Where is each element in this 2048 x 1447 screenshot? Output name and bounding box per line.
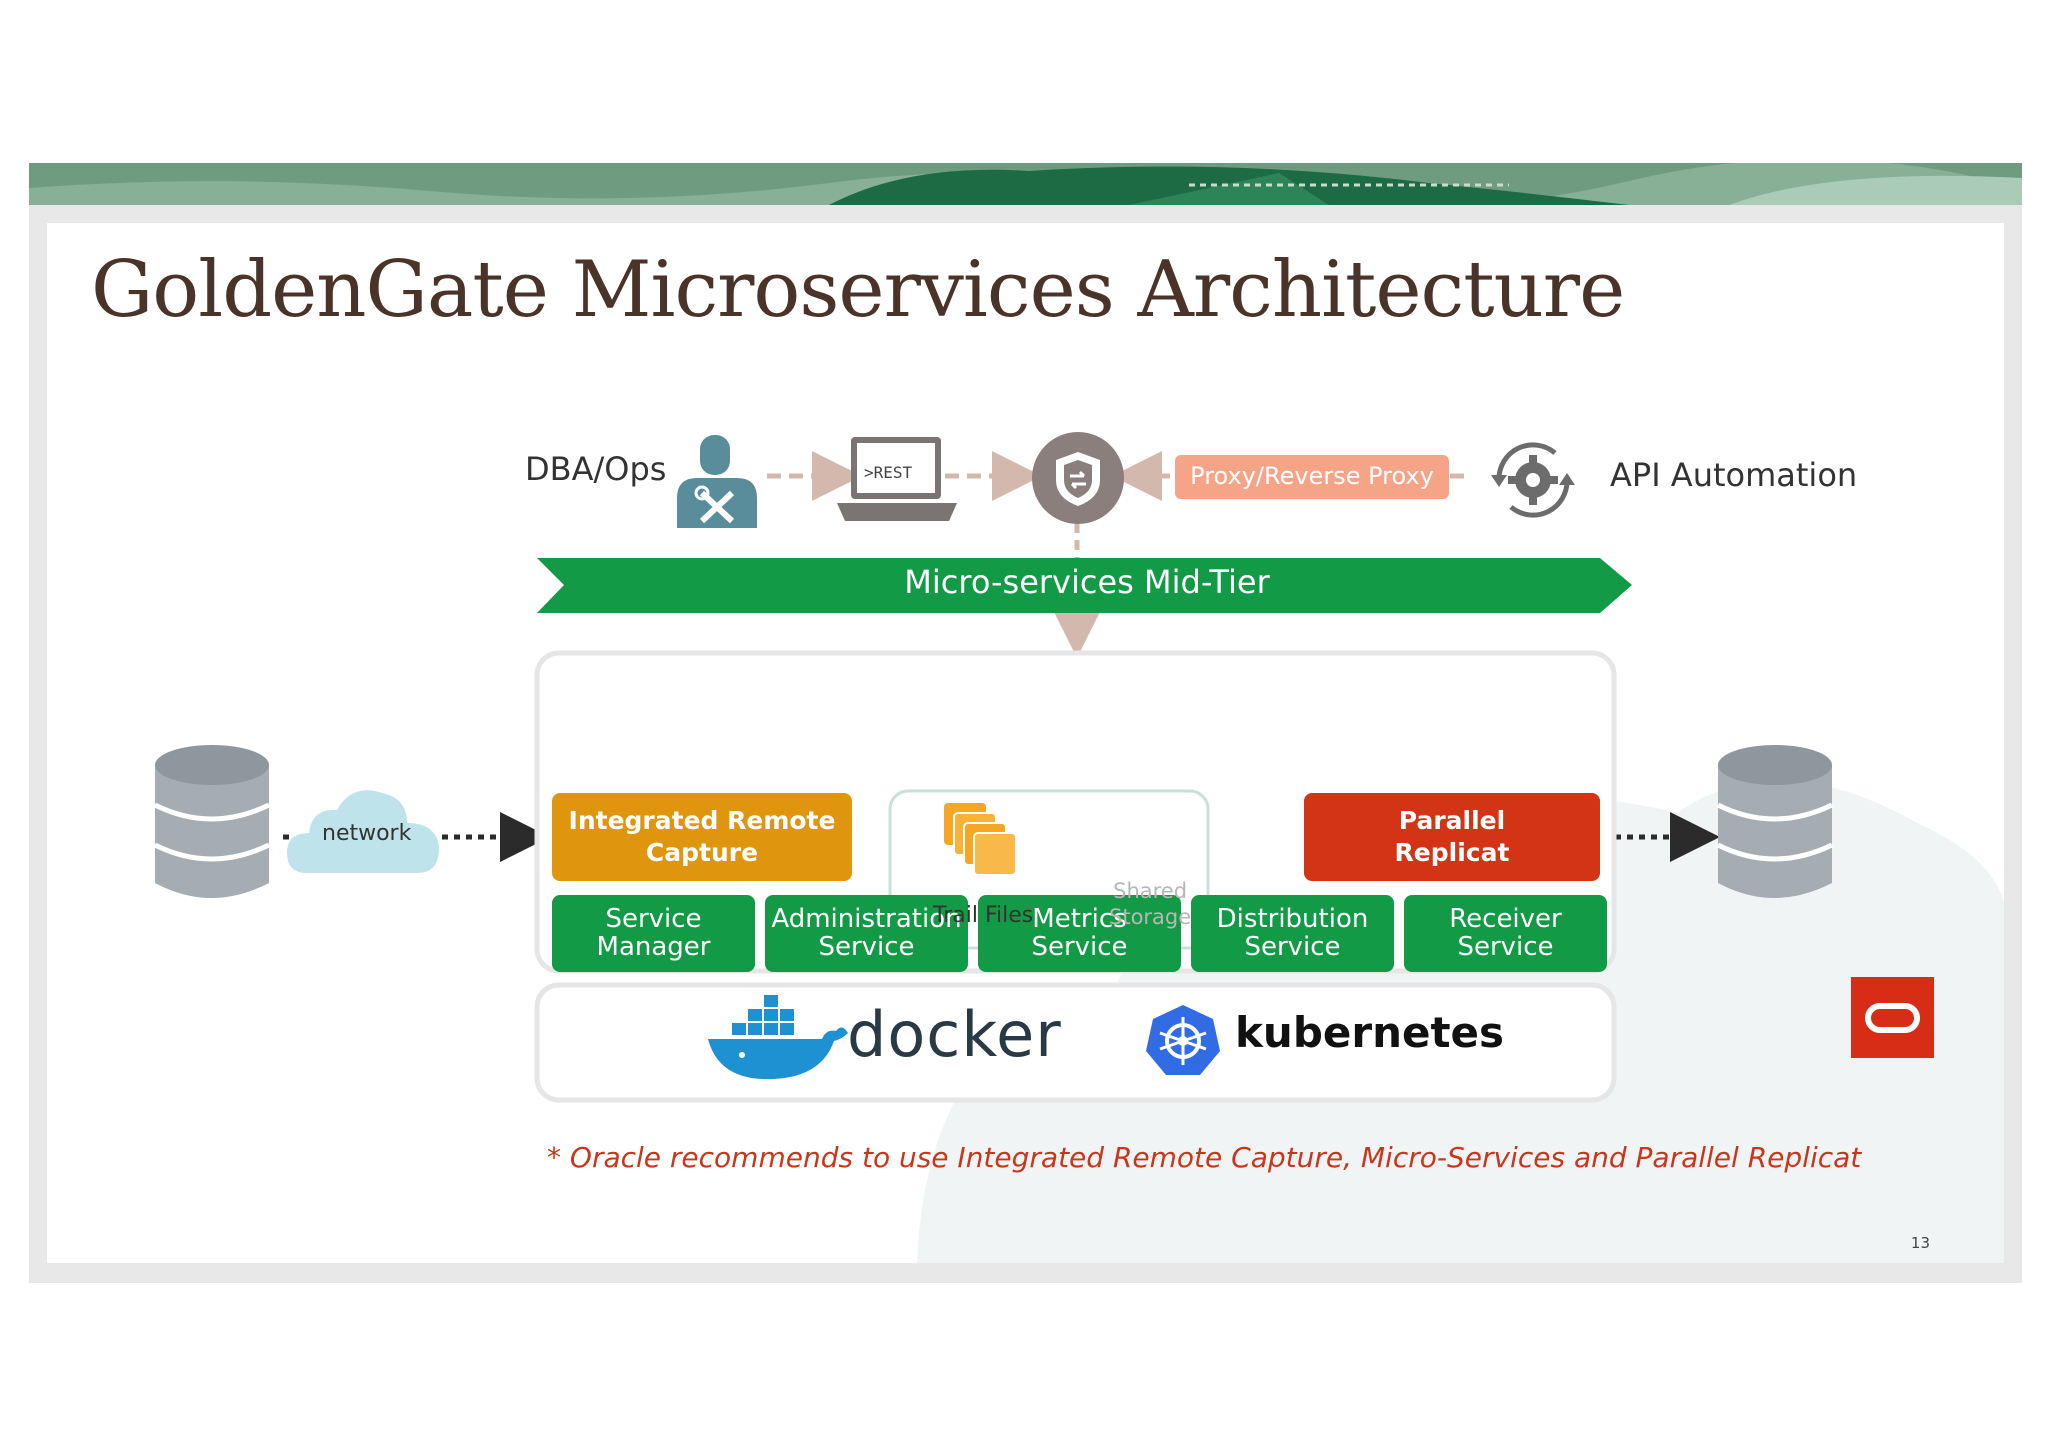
- footnote: * Oracle recommends to use Integrated Re…: [547, 1141, 1862, 1174]
- proxy-label: Proxy/Reverse Proxy: [1190, 462, 1434, 491]
- shared-storage-label: Shared Storage: [1109, 878, 1191, 931]
- dba-ops-label: DBA/Ops: [525, 450, 667, 488]
- distribution-service-line2: Service: [1244, 931, 1341, 962]
- dba-person-icon: [677, 435, 757, 528]
- rest-laptop-icon: [837, 437, 957, 521]
- midtier-label: Micro-services Mid-Tier: [904, 563, 1270, 601]
- page-number: 13: [1910, 1234, 1930, 1252]
- kubernetes-helm-icon: [1146, 1005, 1220, 1075]
- receiver-service-line1: Receiver: [1449, 904, 1562, 935]
- banner-art: [29, 163, 2022, 205]
- decorative-banner: [29, 163, 2022, 205]
- administration-service-line1: Administration: [771, 904, 962, 935]
- shared-storage-line2: Storage: [1109, 905, 1192, 930]
- distribution-service-line1: Distribution: [1216, 904, 1369, 935]
- rest-label: >REST: [864, 463, 913, 482]
- gateway-shield-icon: [1032, 432, 1124, 524]
- slide: GoldenGate Microservices Architecture: [47, 223, 2004, 1263]
- receiver-service-line2: Service: [1457, 931, 1554, 962]
- kubernetes-label: kubernetes: [1235, 1008, 1505, 1057]
- api-automation-gear-icon: [1491, 442, 1575, 518]
- diagram-connectors: [283, 451, 1720, 1103]
- trail-files-icon: [944, 803, 1017, 876]
- administration-service-line2: Service: [818, 931, 915, 962]
- metrics-service-line2: Service: [1031, 931, 1128, 962]
- replicat-line2: Replicat: [1394, 838, 1510, 867]
- capture-line1: Integrated Remote: [568, 805, 836, 835]
- metrics-service-line1: Metrics: [1032, 904, 1127, 935]
- slide-title: GoldenGate Microservices Architecture: [91, 245, 1625, 335]
- network-cloud-icon: [287, 790, 439, 873]
- network-label: network: [322, 821, 412, 846]
- oracle-logo: [1851, 977, 1934, 1058]
- api-automation-label: API Automation: [1610, 456, 1858, 494]
- replicat-line1: Parallel: [1398, 805, 1506, 835]
- docker-whale-icon: [708, 995, 848, 1080]
- target-database-icon: [1716, 745, 1834, 898]
- proxy-box: Proxy/Reverse Proxy: [1175, 455, 1449, 499]
- midtier-banner: [537, 558, 1632, 613]
- source-database-icon: [153, 745, 271, 898]
- trail-files-label: Trail Files: [933, 903, 1034, 928]
- shared-storage-line1: Shared: [1113, 879, 1188, 903]
- capture-line2: Capture: [645, 838, 759, 867]
- service-manager-line1: Service: [605, 904, 702, 935]
- service-manager-line2: Manager: [596, 931, 711, 962]
- docker-label: docker: [847, 998, 1062, 1071]
- oracle-logo-icon: [1865, 1003, 1920, 1033]
